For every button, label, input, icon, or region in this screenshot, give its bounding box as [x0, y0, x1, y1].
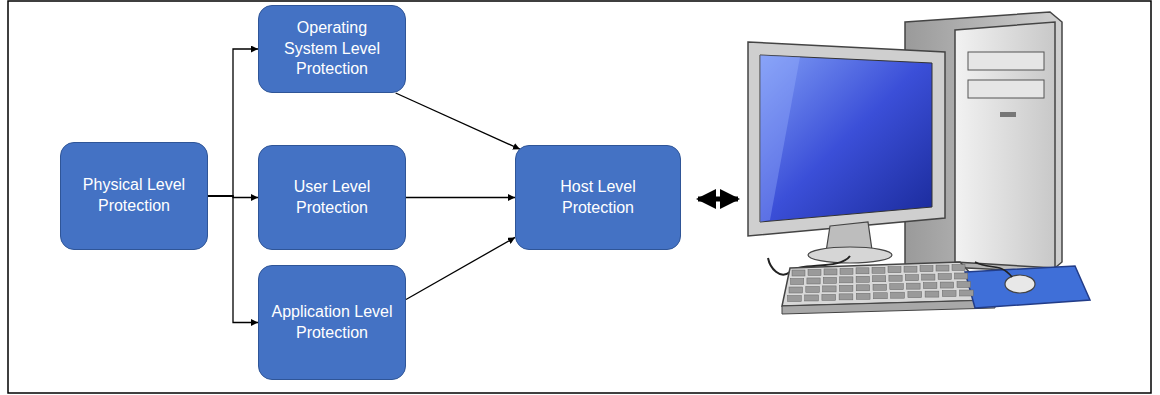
process-box: Host Level Protection [515, 145, 681, 250]
arrow-connector [406, 237, 515, 299]
box-label: Application Level Protection [259, 302, 405, 344]
box-label: Physical Level Protection [61, 175, 207, 217]
process-box: Application Level Protection [258, 265, 406, 380]
computer-icon [748, 12, 1090, 314]
frame [8, 1, 1151, 393]
process-box: Physical Level Protection [60, 142, 208, 250]
arrow-connector [208, 49, 258, 196]
process-box: Operating System Level Protection [258, 5, 406, 93]
box-label: Operating System Level Protection [259, 18, 405, 80]
process-box: User Level Protection [258, 145, 406, 250]
arrow-connector [396, 93, 520, 149]
keyboard-keys [788, 265, 974, 302]
double-arrow [698, 197, 738, 202]
arrow-connector [406, 197, 515, 198]
box-label: User Level Protection [259, 177, 405, 219]
arrow-connector [208, 196, 258, 323]
box-label: Host Level Protection [516, 177, 680, 219]
